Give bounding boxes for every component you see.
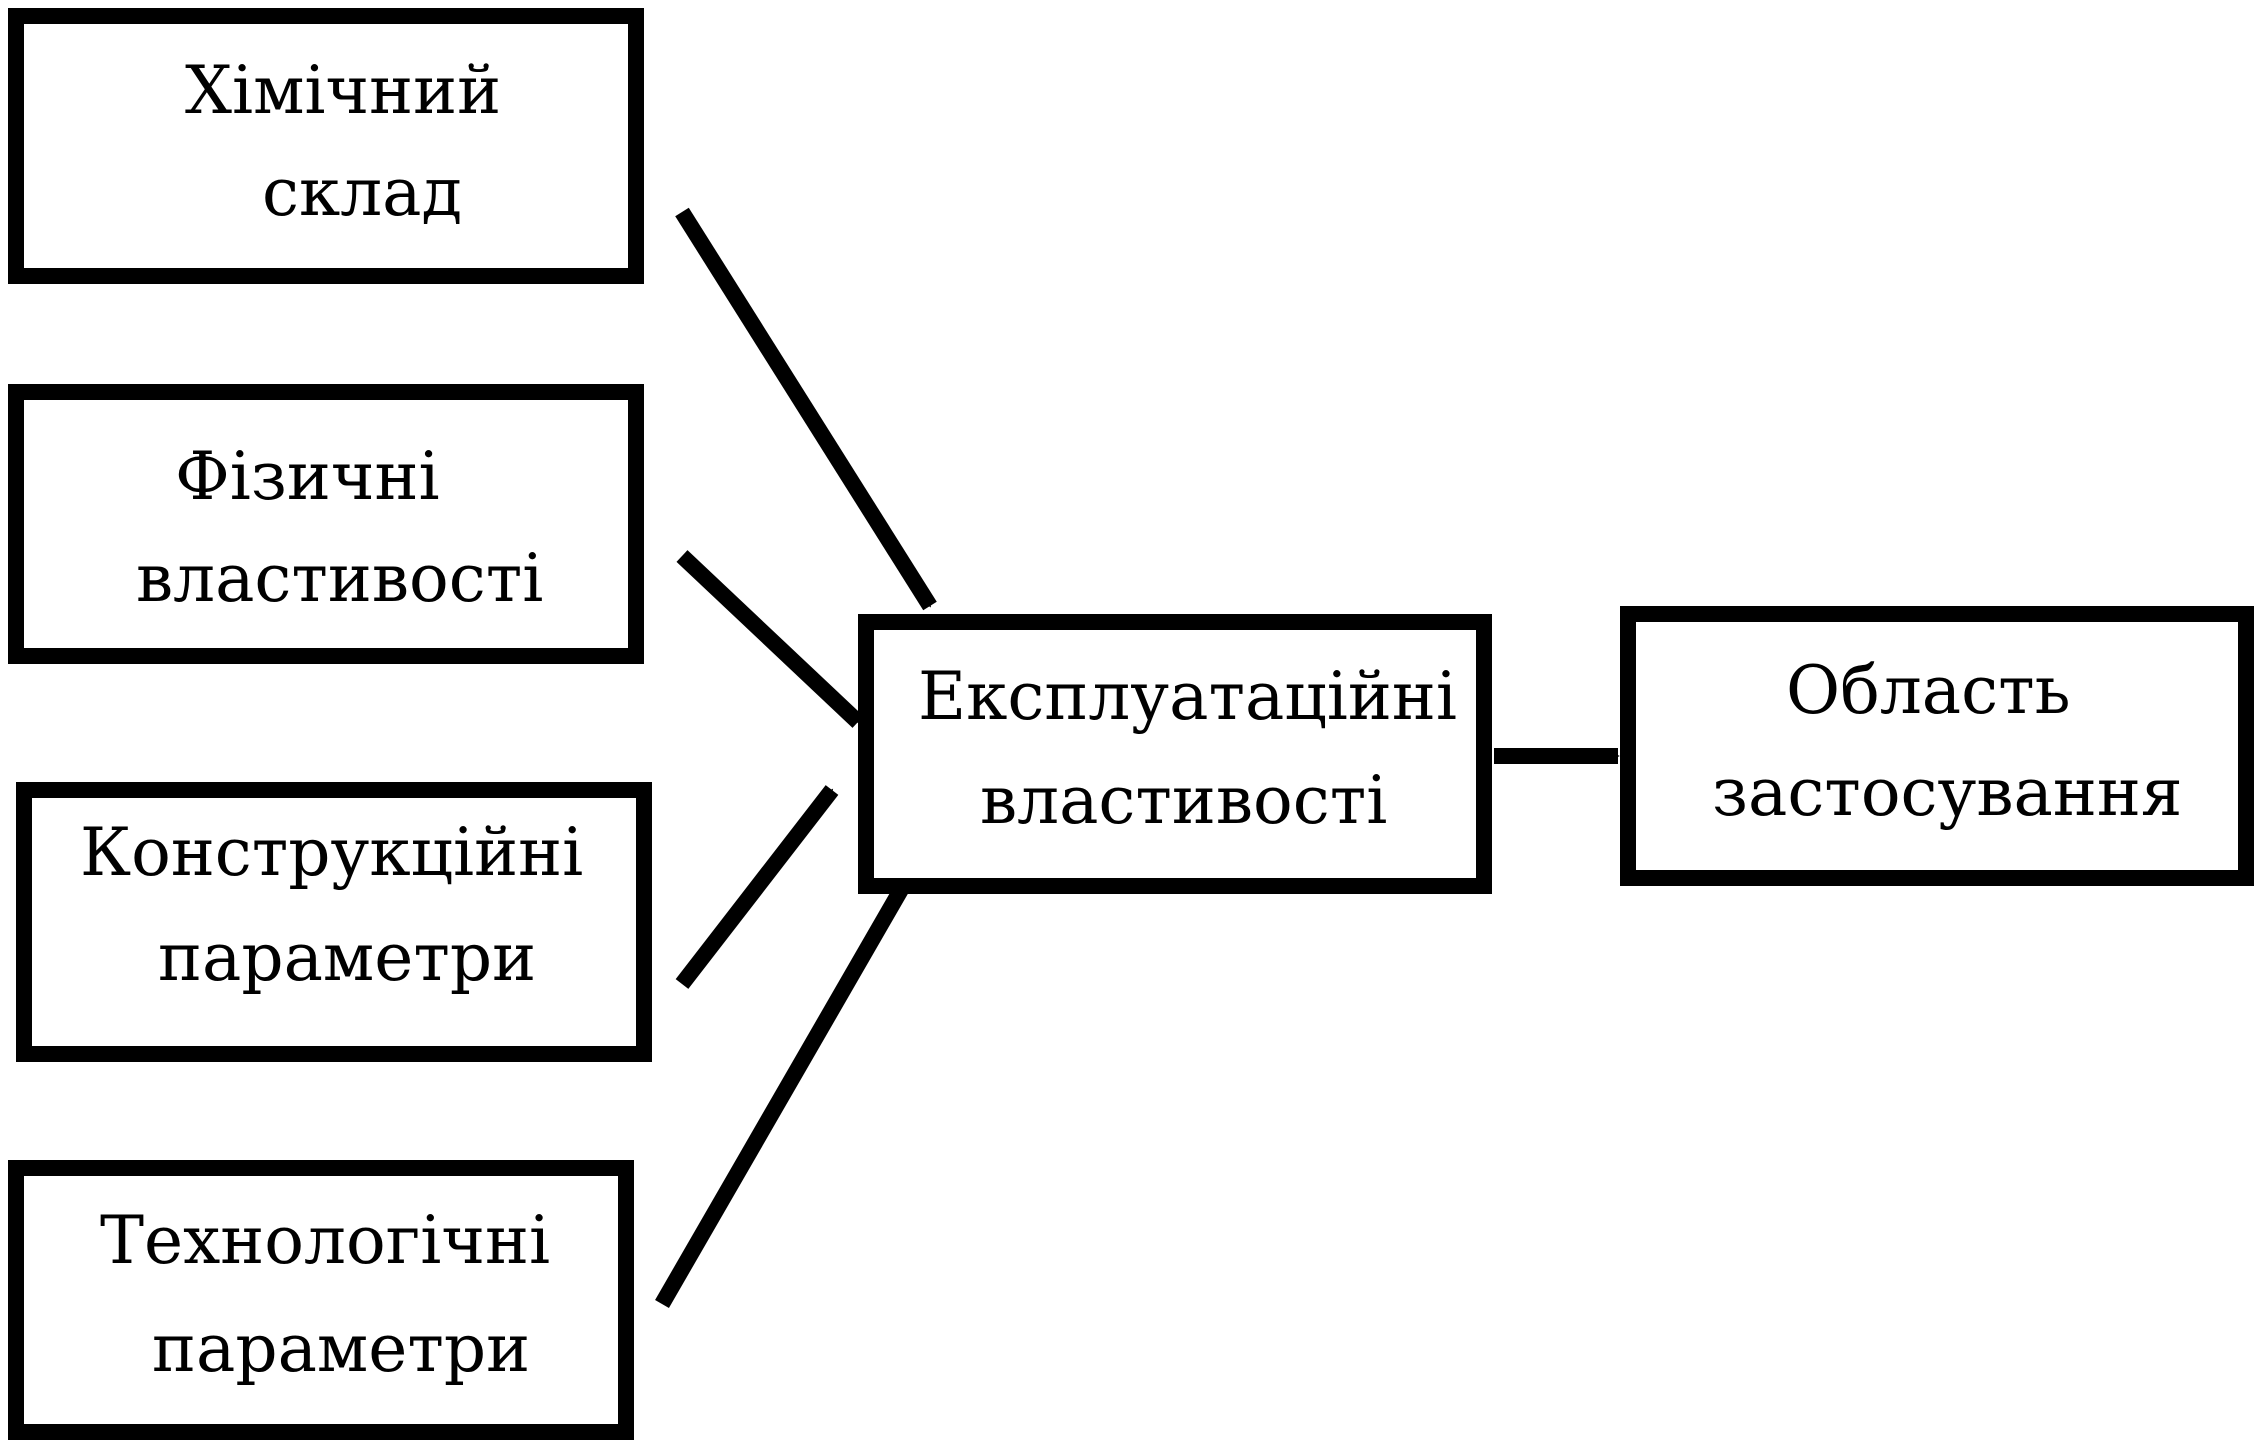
arrow-technological-to-operational bbox=[655, 884, 909, 1308]
arrow-physical-to-operational bbox=[676, 550, 864, 728]
chemical-composition-label-line1: Хімічний bbox=[185, 52, 502, 129]
design-parameters-box bbox=[16, 782, 652, 1062]
arrow-chemical-to-operational bbox=[675, 207, 937, 611]
application-area-box bbox=[1620, 606, 2254, 886]
chemical-composition-label-line2: склад bbox=[262, 154, 463, 231]
technological-parameters-label-line2: параметри bbox=[152, 1310, 531, 1387]
operational-properties-box bbox=[858, 614, 1492, 894]
operational-properties-label-line2: властивості bbox=[980, 762, 1388, 839]
physical-properties-box bbox=[8, 384, 644, 664]
technological-parameters-box bbox=[8, 1160, 634, 1440]
chemical-composition-box bbox=[8, 8, 644, 284]
operational-properties-label-line1: Експлуатаційні bbox=[918, 658, 1457, 735]
physical-properties-label-line1: Фізичні bbox=[175, 438, 440, 515]
arrow-design-to-operational bbox=[675, 785, 839, 989]
design-parameters-label-line2: параметри bbox=[158, 919, 537, 996]
application-area-label-line1: Область bbox=[1786, 652, 2071, 729]
application-area-label-line2: застосування bbox=[1712, 754, 2183, 831]
physical-properties-label-line2: властивості bbox=[136, 540, 544, 617]
technological-parameters-label-line1: Технологічні bbox=[100, 1202, 551, 1279]
design-parameters-label-line1: Конструкційні bbox=[80, 814, 584, 891]
